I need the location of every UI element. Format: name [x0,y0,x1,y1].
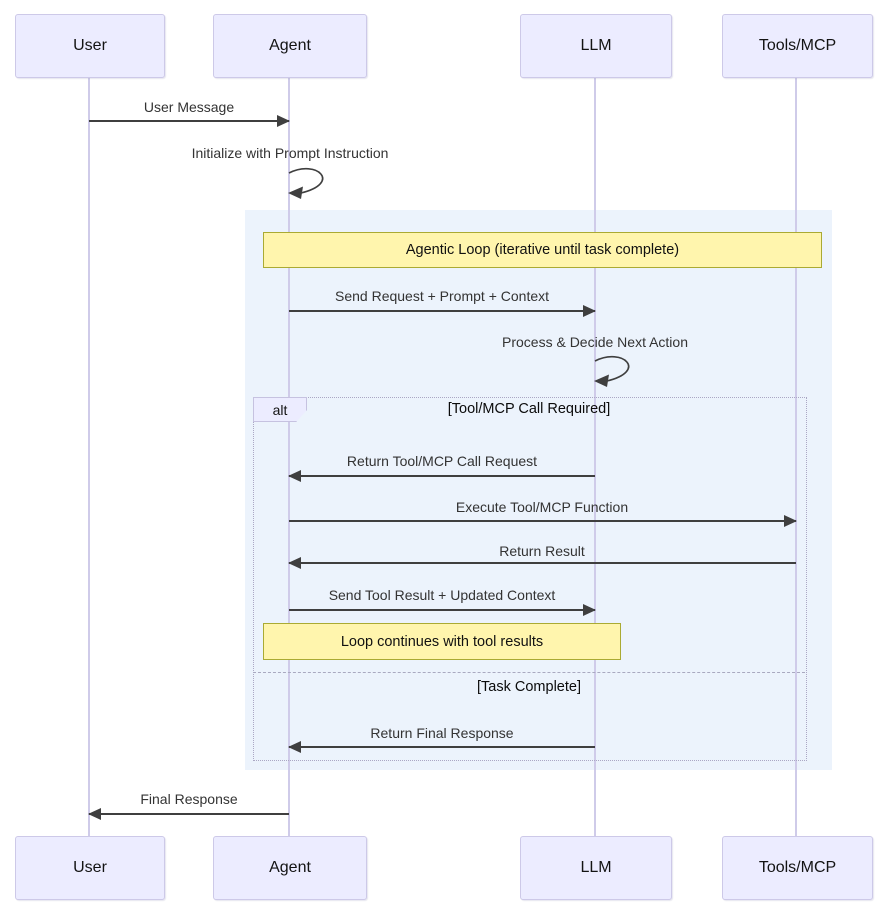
message-return-tool-call: Return Tool/MCP Call Request [346,453,538,469]
actor-user-top: User [15,14,165,78]
message-process-decide: Process & Decide Next Action [502,334,688,350]
note-loop-continues: Loop continues with tool results [263,623,621,660]
arrowhead-right-icon [583,604,596,616]
note-agentic-loop: Agentic Loop (iterative until task compl… [263,232,822,268]
message-user-message: User Message [143,99,235,115]
message-execute-tool: Execute Tool/MCP Function [455,499,629,515]
arrowhead-left-icon [288,741,301,753]
lifeline-tools [795,77,797,836]
arrow-return-result [288,557,796,569]
message-return-final: Return Final Response [370,725,514,741]
arrow-send-tool-result [289,604,596,616]
actor-tools-label: Tools/MCP [758,37,837,54]
arrow-return-final [288,741,595,753]
message-final-response: Final Response [140,791,238,807]
actor-agent-top: Agent [213,14,367,78]
alt-label-text: alt [272,401,288,418]
lifeline-agent [288,77,290,836]
actor-llm-label: LLM [580,859,612,876]
actor-llm-bottom: LLM [520,836,672,900]
message-return-result: Return Result [499,543,585,559]
arrow-user-message [89,115,290,127]
actor-tools-bottom: Tools/MCP [722,836,873,900]
message-initialize: Initialize with Prompt Instruction [191,145,389,161]
self-loop-llm-icon [594,356,630,387]
self-loop-agent-icon [288,168,324,199]
alt-condition-tool-call: [Tool/MCP Call Required] [447,401,611,417]
alt-frame [253,397,807,761]
arrow-send-request [289,305,596,317]
arrowhead-left-icon [288,557,301,569]
agentic-loop-region [245,210,832,770]
actor-tools-top: Tools/MCP [722,14,873,78]
arrowhead-left-icon [288,470,301,482]
alt-label: alt [253,397,307,422]
arrow-final-response [88,808,289,820]
actor-tools-label: Tools/MCP [758,859,837,876]
alt-condition-task-complete: [Task Complete] [477,679,581,695]
actor-llm-label: LLM [580,37,612,54]
actor-llm-top: LLM [520,14,672,78]
arrow-execute-tool [289,515,797,527]
arrowhead-left-icon [88,808,101,820]
actor-user-bottom: User [15,836,165,900]
arrowhead-right-icon [277,115,290,127]
note-loop-continues-text: Loop continues with tool results [340,633,544,650]
arrowhead-right-icon [583,305,596,317]
arrow-return-tool-call [288,470,595,482]
alt-divider [253,672,805,673]
actor-user-label: User [73,37,107,54]
actor-agent-label: Agent [269,859,311,876]
actor-agent-label: Agent [269,37,311,54]
arrowhead-right-icon [784,515,797,527]
lifeline-user [88,77,90,836]
message-send-tool-result: Send Tool Result + Updated Context [328,587,556,603]
actor-user-label: User [73,859,107,876]
lifeline-llm [594,77,596,836]
actor-agent-bottom: Agent [213,836,367,900]
note-agentic-loop-text: Agentic Loop (iterative until task compl… [405,242,680,258]
message-send-request: Send Request + Prompt + Context [334,288,550,304]
